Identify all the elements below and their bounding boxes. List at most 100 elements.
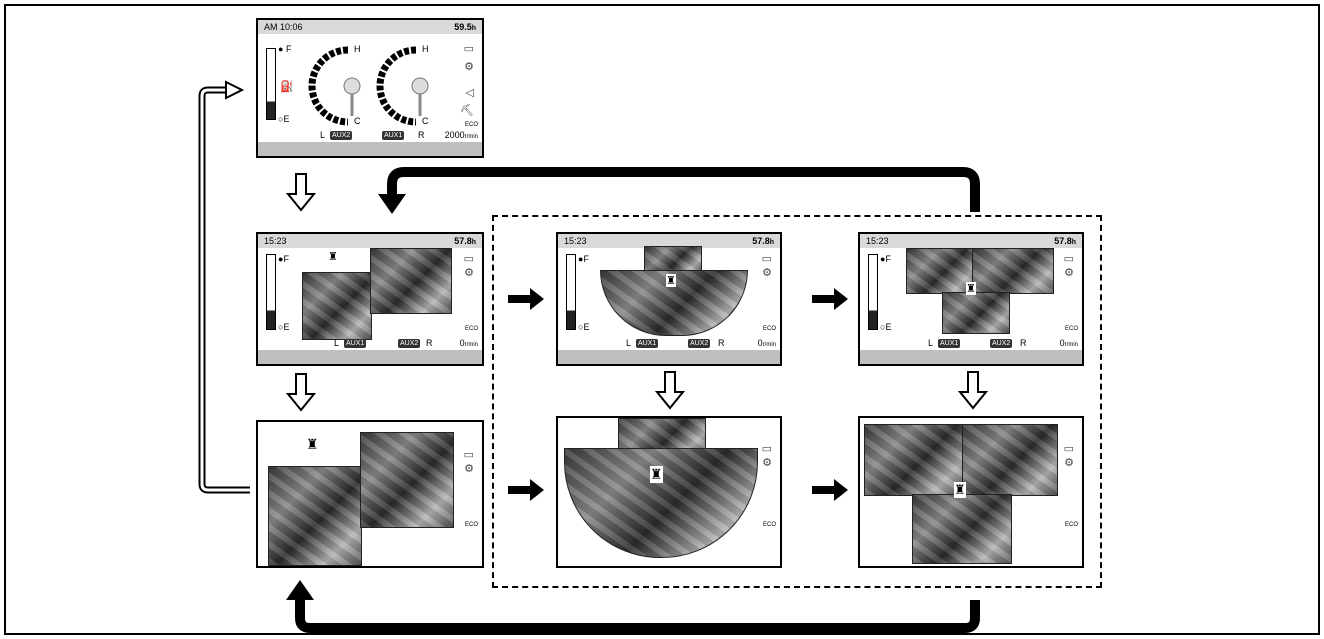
cam3-battery-icon: ▭ — [1063, 253, 1074, 265]
cam2-aux2: AUX2 — [688, 339, 711, 348]
cam2-fuel-empty: ○E — [578, 322, 590, 332]
cam2-engine-icon: ⚙ — [762, 267, 772, 279]
left-label: L — [320, 130, 326, 140]
main-menu-bar[interactable] — [258, 142, 482, 156]
cam2-rpm: 0r/min — [757, 338, 776, 348]
cam1-right: R — [426, 338, 433, 348]
right-label: R — [418, 130, 425, 140]
cam1-left: L — [334, 338, 340, 348]
cam3-menu-bar[interactable] — [860, 350, 1082, 364]
camera-mode-group — [492, 215, 1102, 588]
fs1-excavator-icon: ♜ — [306, 436, 319, 452]
fs1-side-view — [360, 432, 454, 528]
gauge1-high: H — [354, 44, 361, 54]
camera-screen-3: 15:23 57.8h ●F ○E ♜ ▭ ⚙ ECO L AUX1 AUX2 … — [858, 232, 1084, 366]
cam3-clock: 15:23 — [866, 236, 889, 246]
cam2-fuel-gauge — [566, 254, 576, 330]
cam2-clock: 15:23 — [564, 236, 587, 246]
battery-icon: ▭ — [463, 43, 474, 55]
fuel-empty-label: ○E — [278, 114, 290, 124]
fullscreen-camera-2: ♜ ▭ ⚙ ECO — [556, 416, 782, 568]
return-arrow-bottom — [295, 598, 980, 633]
fs3-right-view — [962, 424, 1058, 496]
fs3-left-view — [864, 424, 964, 496]
clock: AM 10:06 — [264, 22, 303, 32]
cam1-hour-meter: 57.8h — [454, 236, 476, 246]
cam2-hour-meter: 57.8h — [752, 236, 774, 246]
cam1-aux1: AUX1 — [344, 339, 367, 348]
fs2-battery-icon: ▭ — [761, 443, 772, 455]
cam3-hour-meter: 57.8h — [1054, 236, 1076, 246]
cam3-fuel-empty: ○E — [880, 322, 892, 332]
gauge2-low: C — [422, 116, 429, 126]
cam2-info-bar: L AUX1 AUX2 R 0r/min — [558, 336, 780, 350]
cam2-eco: ECO — [762, 326, 776, 332]
cam1-eco: ECO — [464, 326, 478, 332]
gauge1-low: C — [354, 116, 361, 126]
excavator-icon: ⛏ — [460, 105, 474, 117]
arrow-right-icon — [508, 288, 848, 501]
temperature-gauges — [308, 46, 429, 126]
cam2-battery-icon: ▭ — [761, 253, 772, 265]
cam1-fuel-empty: ○E — [278, 322, 290, 332]
cam3-engine-icon: ⚙ — [1064, 267, 1074, 279]
cam3-aux2: AUX2 — [990, 339, 1013, 348]
cam2-left: L — [626, 338, 632, 348]
cam1-fuel-gauge — [266, 254, 276, 330]
rpm-readout: 2000r/min — [444, 130, 478, 140]
fs1-eco: ECO — [464, 522, 478, 528]
fs2-engine-icon: ⚙ — [762, 457, 772, 469]
cam2-status-bar: 15:23 57.8h — [558, 234, 780, 248]
engine-icon: ⚙ — [464, 61, 474, 73]
fs3-rear-view — [912, 494, 1012, 564]
fs3-eco: ECO — [1064, 522, 1078, 528]
fuel-full-label: ● F — [278, 44, 292, 54]
cam2-menu-bar[interactable] — [558, 350, 780, 364]
gauge2-high: H — [422, 44, 429, 54]
hour-meter: 59.5h — [454, 22, 476, 32]
fs2-excavator-icon: ♜ — [650, 466, 663, 483]
cam1-rear-view — [302, 272, 372, 340]
camera-screen-2: 15:23 57.8h ●F ○E ♜ ▭ ⚙ ECO L AUX1 AUX2 … — [556, 232, 782, 366]
cam3-left: L — [928, 338, 934, 348]
main-monitor-screen: AM 10:06 59.5h ● F ○E ⛽ H C H C ▭ ⚙ ◁ ⛏ … — [256, 18, 484, 158]
diagram-frame — [4, 4, 1320, 635]
fs3-engine-icon: ⚙ — [1064, 457, 1074, 469]
cam2-aux1: AUX1 — [636, 339, 659, 348]
cam2-excavator-icon: ♜ — [666, 274, 676, 287]
cam3-rear-view — [942, 292, 1010, 334]
cam3-info-bar: L AUX1 AUX2 R 0r/min — [860, 336, 1082, 350]
fullscreen-camera-3: ♜ ▭ ⚙ ECO — [858, 416, 1084, 568]
cam3-status-bar: 15:23 57.8h — [860, 234, 1082, 248]
cam2-fuel-full: ●F — [578, 254, 589, 264]
cam1-status-bar: 15:23 57.8h — [258, 234, 482, 248]
fs1-engine-icon: ⚙ — [464, 463, 474, 475]
cam1-clock: 15:23 — [264, 236, 287, 246]
cam1-menu-bar[interactable] — [258, 350, 482, 364]
cam3-eco: ECO — [1064, 326, 1078, 332]
fs3-battery-icon: ▭ — [1063, 443, 1074, 455]
fs1-battery-icon: ▭ — [463, 449, 474, 461]
cam3-fuel-full: ●F — [880, 254, 891, 264]
cam1-info-bar: L AUX1 AUX2 R 0r/min — [258, 336, 482, 350]
cam1-engine-icon: ⚙ — [464, 267, 474, 279]
cam3-fuel-gauge — [868, 254, 878, 330]
fuel-gauge — [266, 48, 276, 120]
camera-screen-1: 15:23 57.8h ●F ○E ♜ ▭ ⚙ ECO L AUX1 AUX2 … — [256, 232, 484, 366]
cam1-aux2: AUX2 — [398, 339, 421, 348]
horn-icon: ◁ — [465, 87, 474, 99]
fullscreen-camera-1: ♜ ▭ ⚙ ECO — [256, 420, 484, 568]
fs2-eco: ECO — [762, 522, 776, 528]
cam2-right: R — [718, 338, 725, 348]
cam3-rpm: 0r/min — [1059, 338, 1078, 348]
cam3-right: R — [1020, 338, 1027, 348]
cam1-side-view — [370, 248, 452, 314]
cam1-rpm: 0r/min — [459, 338, 478, 348]
cam3-right-view — [972, 248, 1054, 294]
cam3-left-view — [906, 248, 974, 294]
cam3-aux1: AUX1 — [938, 339, 961, 348]
arrow-down-icon — [285, 173, 989, 412]
return-arrow-left — [198, 86, 250, 494]
eco-label: ECO — [464, 122, 478, 128]
